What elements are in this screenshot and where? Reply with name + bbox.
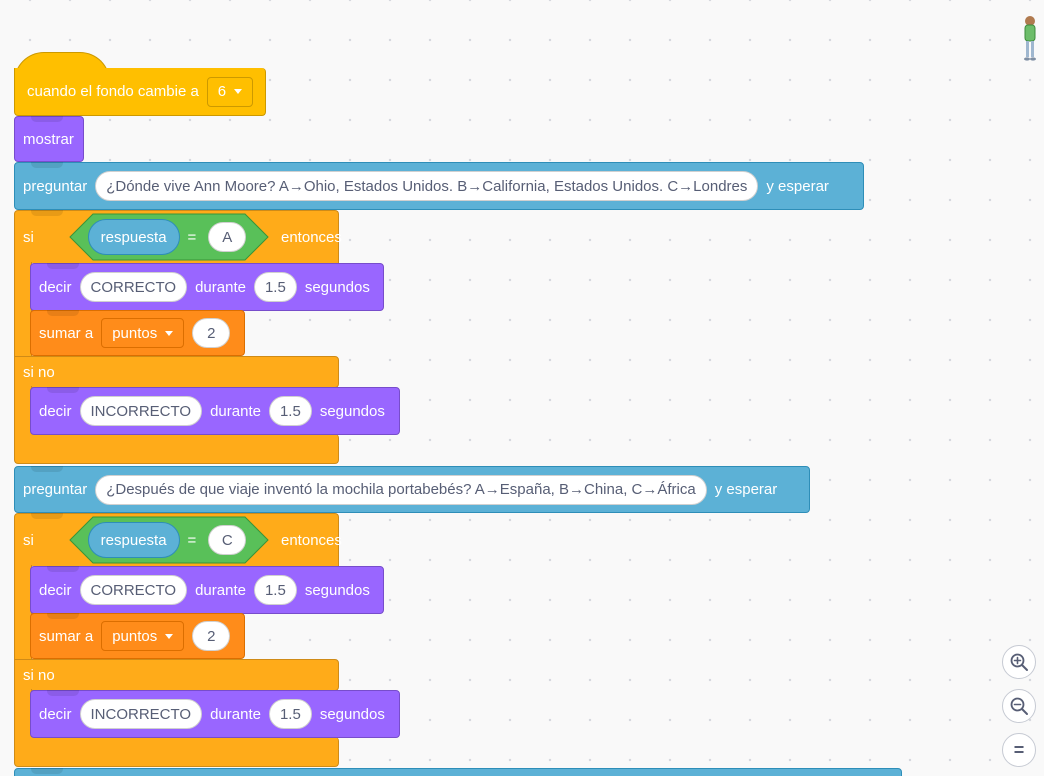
during-label: durante [195,581,246,599]
say-text-input[interactable]: CORRECTO [79,575,188,605]
say-text-input[interactable]: CORRECTO [79,272,188,302]
equals-operator[interactable]: respuesta = C [69,516,269,564]
equals-sign: = [187,228,197,246]
ask-suffix: y esperar [714,481,778,498]
variable-name: puntos [112,627,158,645]
say-correct-block[interactable]: decir CORRECTO durante 1.5 segundos [30,263,384,311]
seconds-label: segundos [319,705,385,723]
answer-value-input[interactable]: C [208,525,247,555]
answer-value-input[interactable]: A [208,222,247,252]
equals-operator[interactable]: respuesta = A [69,213,269,261]
if-label: si [23,228,34,246]
ask-block-2[interactable]: preguntar ¿Después de que viaje inventó … [14,466,810,513]
if-header[interactable]: si respuesta = A entonces [14,210,342,263]
during-label: durante [210,402,261,420]
zoom-reset-label: = [1013,739,1025,760]
ask-label: preguntar [23,177,88,195]
change-label: sumar a [39,324,94,342]
seconds-input[interactable]: 1.5 [253,272,297,302]
say-correct-block[interactable]: decir CORRECTO durante 1.5 segundos [30,566,384,614]
ask-suffix: y esperar [766,177,829,195]
caret-down-icon [165,330,174,336]
say-text-input[interactable]: INCORRECTO [79,396,203,426]
then-label: entonces [281,228,342,246]
say-label: decir [39,402,72,420]
when-backdrop-switches-block[interactable]: cuando el fondo cambie a 6 [14,68,266,116]
sprite-character-icon [1024,16,1036,61]
change-variable-block[interactable]: sumar a puntos 2 [30,613,245,659]
say-label: decir [39,705,72,723]
zoom-reset-button[interactable]: = [1002,733,1036,767]
if-header[interactable]: si respuesta = C entonces [14,513,342,566]
change-variable-block[interactable]: sumar a puntos 2 [30,310,245,356]
change-amount-input[interactable]: 2 [192,621,231,651]
else-label: si no [23,666,55,684]
if-label: si [23,531,34,549]
variable-dropdown[interactable]: puntos [101,318,185,348]
zoom-in-icon [1010,653,1028,671]
if-footer [14,737,339,767]
zoom-out-button[interactable] [1002,689,1036,723]
then-label: entonces [281,531,342,549]
ask-block-1[interactable]: preguntar ¿Dónde vive Ann Moore? A→Ohio,… [14,162,864,210]
during-label: durante [210,705,261,723]
seconds-label: segundos [319,402,385,420]
hat-label: cuando el fondo cambie a [27,83,199,100]
sprite-thumbnail[interactable] [1020,14,1040,64]
zoom-in-button[interactable] [1002,645,1036,679]
variable-name: puntos [112,324,158,342]
seconds-label: segundos [304,581,370,599]
caret-down-icon [234,89,243,94]
equals-sign: = [187,531,197,549]
if-footer [14,434,339,464]
change-label: sumar a [39,627,94,645]
say-label: decir [39,278,72,296]
else-label: si no [23,363,55,381]
seconds-input[interactable]: 1.5 [268,699,312,729]
next-block-partial[interactable] [14,768,902,776]
say-incorrect-block[interactable]: decir INCORRECTO durante 1.5 segundos [30,690,400,738]
zoom-out-icon [1010,697,1028,715]
show-label: mostrar [23,130,74,148]
if-else-block-1[interactable]: si respuesta = A entonces si no decir CO… [14,210,400,464]
ask-question-input[interactable]: ¿Después de que viaje inventó la mochila… [95,474,707,505]
variable-dropdown[interactable]: puntos [101,621,185,651]
answer-reporter[interactable]: respuesta [87,219,180,255]
ask-label: preguntar [23,481,88,498]
if-else-block-2[interactable]: si respuesta = C entonces si no decir CO… [14,513,400,767]
seconds-input[interactable]: 1.5 [268,396,312,426]
ask-question-input[interactable]: ¿Dónde vive Ann Moore? A→Ohio, Estados U… [95,171,759,201]
caret-down-icon [165,633,174,639]
else-row: si no [14,356,339,388]
show-block[interactable]: mostrar [14,116,84,162]
backdrop-value: 6 [217,83,227,100]
say-incorrect-block[interactable]: decir INCORRECTO durante 1.5 segundos [30,387,400,435]
seconds-label: segundos [304,278,370,296]
say-label: decir [39,581,72,599]
say-text-input[interactable]: INCORRECTO [79,699,203,729]
else-row: si no [14,659,339,691]
backdrop-dropdown[interactable]: 6 [206,76,254,107]
answer-reporter[interactable]: respuesta [87,522,180,558]
seconds-input[interactable]: 1.5 [253,575,297,605]
during-label: durante [195,278,246,296]
change-amount-input[interactable]: 2 [192,318,231,348]
